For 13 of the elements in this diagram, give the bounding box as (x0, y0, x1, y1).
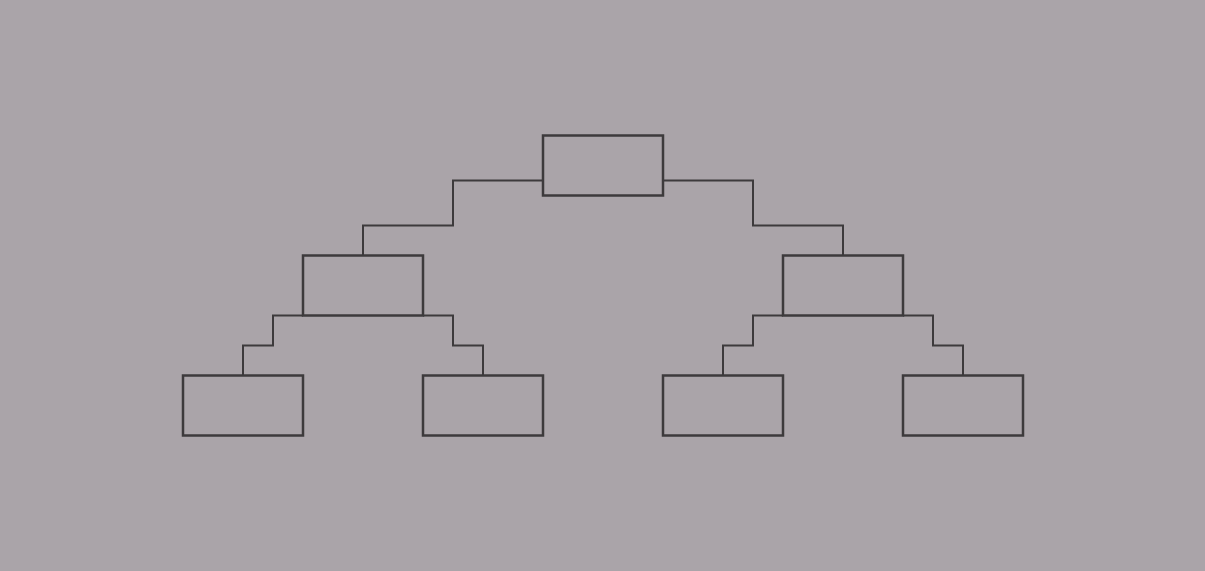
node-box (181, 374, 304, 437)
connector (661, 179, 844, 257)
node-box (901, 374, 1024, 437)
node-box (421, 374, 544, 437)
node-box (661, 374, 784, 437)
connector (721, 314, 784, 377)
node-box (541, 134, 664, 197)
node-box (781, 254, 904, 317)
connector (901, 314, 964, 377)
connector (241, 314, 304, 377)
connector (361, 179, 544, 257)
connector (421, 314, 484, 377)
node-box (301, 254, 424, 317)
